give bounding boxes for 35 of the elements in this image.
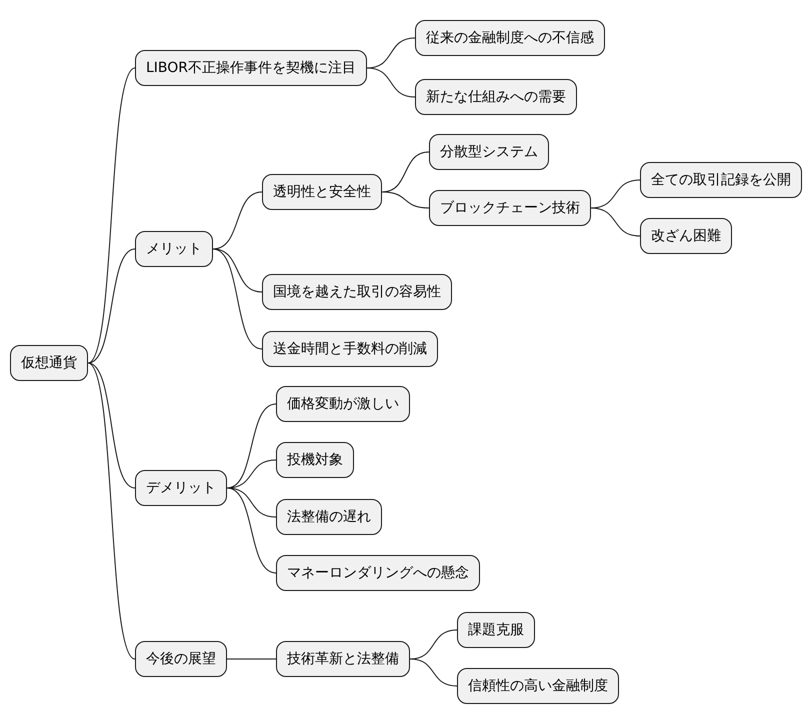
topic-box: 技術革新と法整備	[276, 641, 410, 677]
topic-box: 改ざん困難	[640, 218, 732, 254]
connector-line	[88, 362, 136, 488]
topic-box: 仮想通貨	[10, 345, 88, 381]
topic-box: 今後の展望	[135, 641, 227, 677]
topic-box: 投機対象	[276, 442, 354, 478]
topic-box: 透明性と安全性	[262, 174, 382, 210]
connector-line	[88, 248, 136, 364]
connector-line	[212, 248, 262, 292]
topic-box: 課題克服	[457, 612, 535, 648]
topic-box: 送金時間と手数料の削減	[262, 331, 438, 367]
topic-box: 信頼性の高い金融制度	[457, 668, 619, 704]
topic-box: 新たな仕組みへの需要	[415, 79, 577, 115]
topic-box: 分散型システム	[429, 134, 549, 170]
topic-box: メリット	[135, 231, 213, 267]
topic-box: 従来の金融制度への不信感	[415, 20, 605, 56]
connector-line	[226, 488, 276, 518]
topic-box: 法整備の遅れ	[276, 499, 382, 535]
topic-box: マネーロンダリングへの懸念	[276, 555, 480, 591]
topic-box: LIBOR不正操作事件を契機に注目	[135, 50, 368, 86]
connector-line	[410, 658, 458, 686]
topic-box: 価格変動が激しい	[276, 386, 410, 422]
connector-line	[212, 248, 262, 350]
connector-line	[366, 68, 416, 98]
topic-box: 国境を越えた取引の容易性	[262, 274, 452, 310]
topic-box: 全ての取引記録を公開	[640, 162, 802, 198]
connector-line	[226, 658, 276, 660]
connector-line	[226, 404, 276, 488]
connector-line	[88, 362, 136, 660]
connector-line	[88, 68, 136, 364]
topic-box: デメリット	[135, 470, 227, 506]
connector-line	[226, 488, 276, 574]
connector-line	[382, 192, 430, 208]
topic-box: ブロックチェーン技術	[429, 190, 591, 226]
connector-line	[590, 208, 640, 236]
